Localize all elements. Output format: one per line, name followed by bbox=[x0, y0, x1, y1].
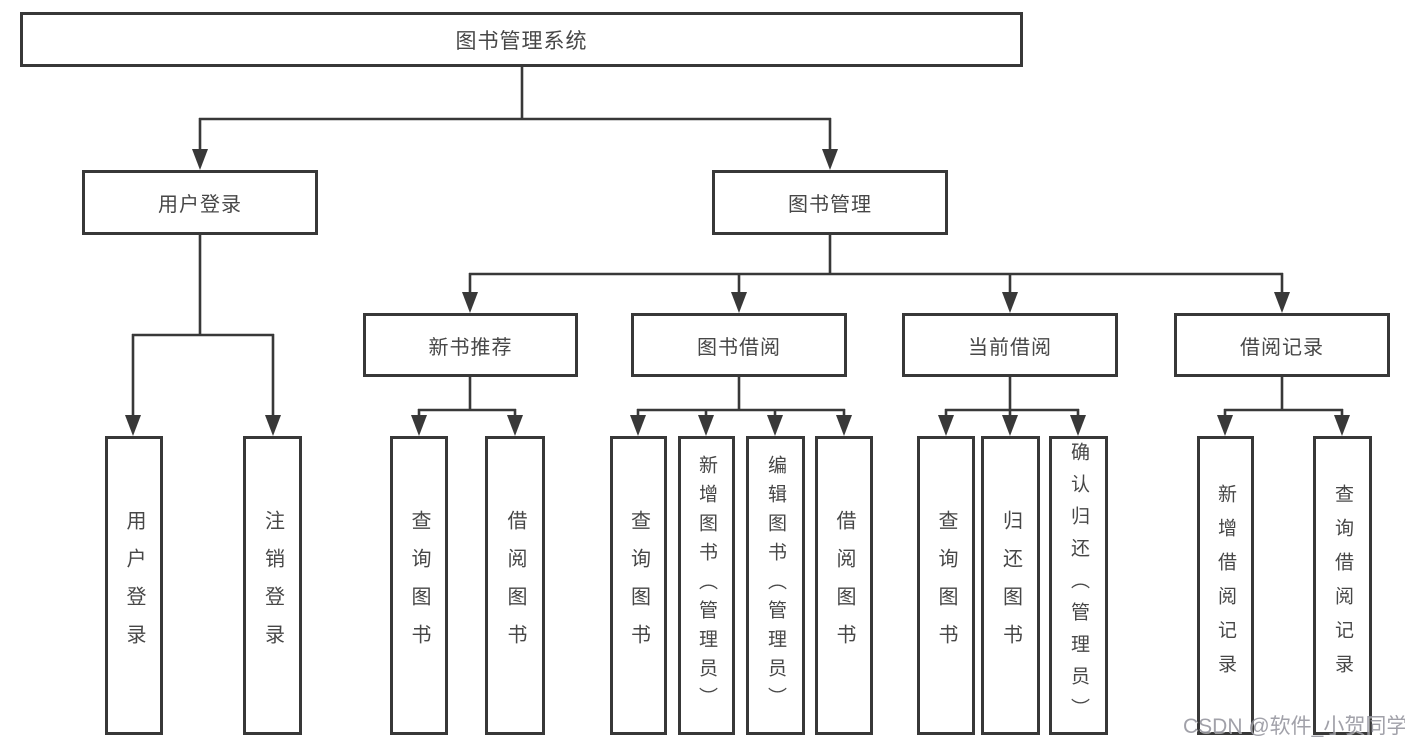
node-new-book-recommend-label: 新书推荐 bbox=[428, 336, 513, 359]
node-book-borrow-label: 图书借阅 bbox=[697, 336, 781, 359]
leaf-add-borrow-record-label: 新增借阅记录 bbox=[1215, 483, 1236, 688]
watermark: CSDN @软件_小贺同学 bbox=[1183, 715, 1405, 738]
node-new-book-recommend: 新书推荐 bbox=[363, 313, 578, 377]
node-book-management-label: 图书管理 bbox=[788, 194, 872, 216]
leaf-borrow-books-recommend-label: 借阅图书 bbox=[504, 509, 526, 662]
leaf-logout-label: 注销登录 bbox=[261, 509, 284, 662]
node-borrow-records-label: 借阅记录 bbox=[1240, 336, 1324, 359]
leaf-add-borrow-record: 新增借阅记录 bbox=[1197, 436, 1254, 735]
node-root-label: 图书管理系统 bbox=[455, 29, 588, 53]
node-user-login: 用户登录 bbox=[82, 170, 318, 235]
leaf-query-books-current-label: 查询图书 bbox=[935, 509, 957, 662]
leaf-query-books-borrow-label: 查询图书 bbox=[627, 509, 650, 662]
leaf-add-book-admin-label: 新增图书（管理员） bbox=[696, 455, 717, 716]
leaf-user-login: 用户登录 bbox=[105, 436, 163, 735]
leaf-return-book-label: 归还图书 bbox=[999, 509, 1022, 662]
leaf-confirm-return-admin: 确认归还（管理员） bbox=[1049, 436, 1108, 735]
leaf-add-book-admin: 新增图书（管理员） bbox=[678, 436, 735, 735]
leaf-query-books-current: 查询图书 bbox=[917, 436, 975, 735]
node-user-login-label: 用户登录 bbox=[158, 194, 242, 216]
leaf-query-books-borrow: 查询图书 bbox=[610, 436, 667, 735]
node-book-borrow: 图书借阅 bbox=[631, 313, 847, 377]
leaf-query-books-recommend-label: 查询图书 bbox=[408, 509, 430, 662]
leaf-query-books-recommend: 查询图书 bbox=[390, 436, 448, 735]
node-root: 图书管理系统 bbox=[20, 12, 1023, 67]
leaf-borrow-books-borrow: 借阅图书 bbox=[815, 436, 873, 735]
node-book-management: 图书管理 bbox=[712, 170, 948, 235]
leaf-return-book: 归还图书 bbox=[981, 436, 1040, 735]
leaf-borrow-books-recommend: 借阅图书 bbox=[485, 436, 545, 735]
leaf-user-login-label: 用户登录 bbox=[123, 509, 145, 662]
leaf-borrow-books-borrow-label: 借阅图书 bbox=[833, 509, 855, 662]
leaf-logout: 注销登录 bbox=[243, 436, 302, 735]
leaf-edit-book-admin-label: 编辑图书（管理员） bbox=[765, 455, 786, 716]
node-current-borrow: 当前借阅 bbox=[902, 313, 1118, 377]
node-borrow-records: 借阅记录 bbox=[1174, 313, 1390, 377]
leaf-edit-book-admin: 编辑图书（管理员） bbox=[746, 436, 805, 735]
leaf-query-borrow-record: 查询借阅记录 bbox=[1313, 436, 1372, 735]
node-current-borrow-label: 当前借阅 bbox=[968, 336, 1052, 359]
leaf-confirm-return-admin-label: 确认归还（管理员） bbox=[1068, 441, 1089, 730]
leaf-query-borrow-record-label: 查询借阅记录 bbox=[1332, 483, 1353, 688]
